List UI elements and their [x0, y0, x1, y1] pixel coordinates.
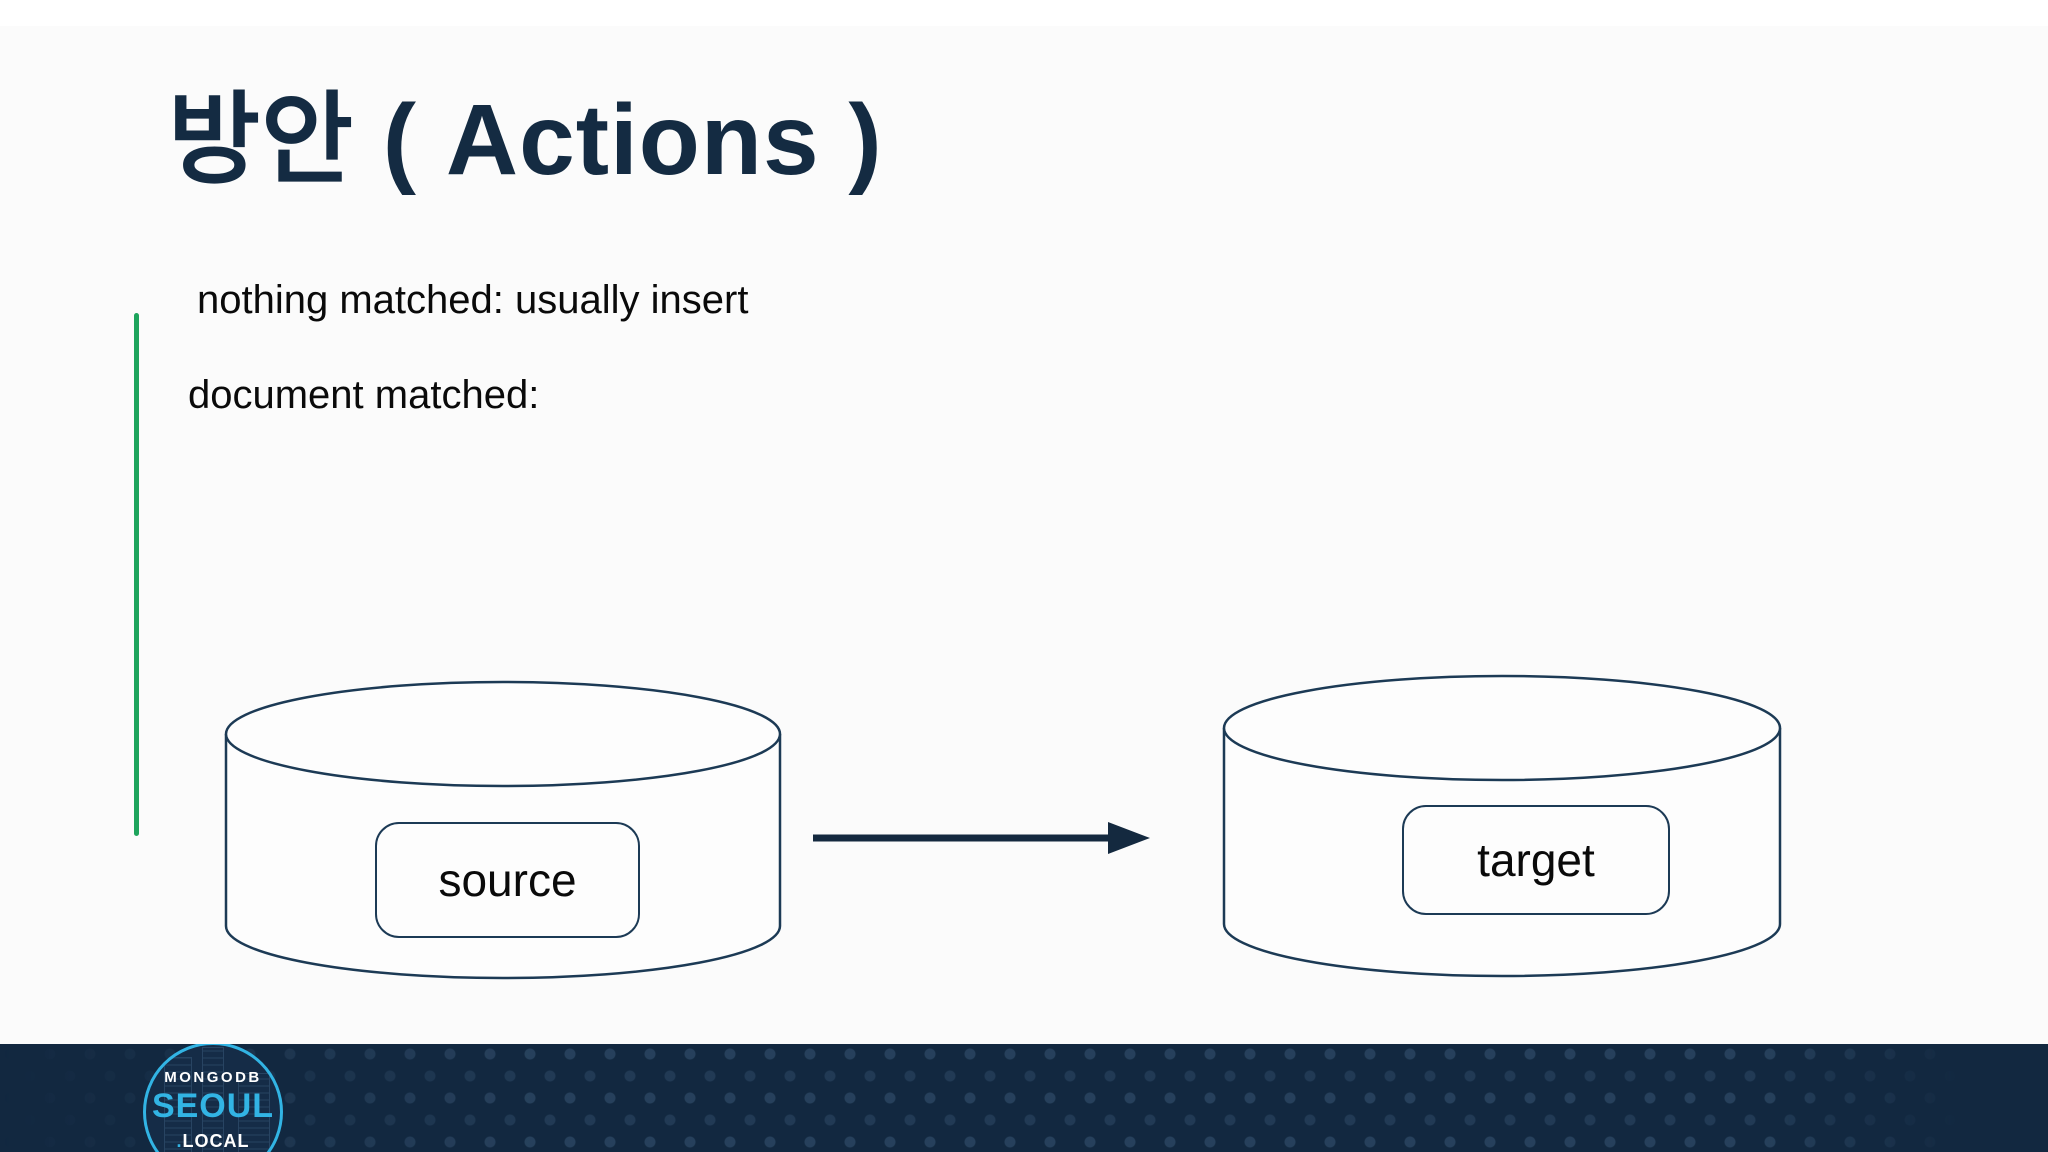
source-cylinder-top: [224, 680, 782, 788]
footer-dot-pattern: [0, 1044, 2048, 1152]
flow-arrow: [813, 822, 1150, 854]
target-label-box: target: [1402, 805, 1670, 915]
skyline-art-icon: [146, 1045, 280, 1152]
green-accent-line: [134, 313, 139, 836]
bullet-document-matched: document matched:: [188, 373, 540, 417]
target-cylinder-top: [1222, 674, 1782, 782]
source-label: source: [438, 854, 577, 906]
top-margin-strip: [0, 0, 2048, 26]
logo-local-dot: .: [176, 1131, 183, 1151]
logo-local-word: LOCAL: [182, 1131, 250, 1151]
footer-bar: MONGODB SEOUL .LOCAL: [0, 1044, 2048, 1152]
source-label-box: source: [375, 822, 640, 938]
logo-mongodb-text: MONGODB: [164, 1069, 262, 1086]
slide-title: 방안 ( Actions ): [168, 84, 883, 196]
logo-seoul-text: SEOUL: [151, 1087, 275, 1125]
mongodb-seoul-local-logo: MONGODB SEOUL .LOCAL: [143, 1044, 283, 1152]
target-label: target: [1477, 834, 1595, 886]
logo-local-text: .LOCAL: [146, 1131, 280, 1152]
bullet-nothing-matched: nothing matched: usually insert: [197, 278, 749, 322]
flow-arrow-head: [1108, 822, 1150, 854]
